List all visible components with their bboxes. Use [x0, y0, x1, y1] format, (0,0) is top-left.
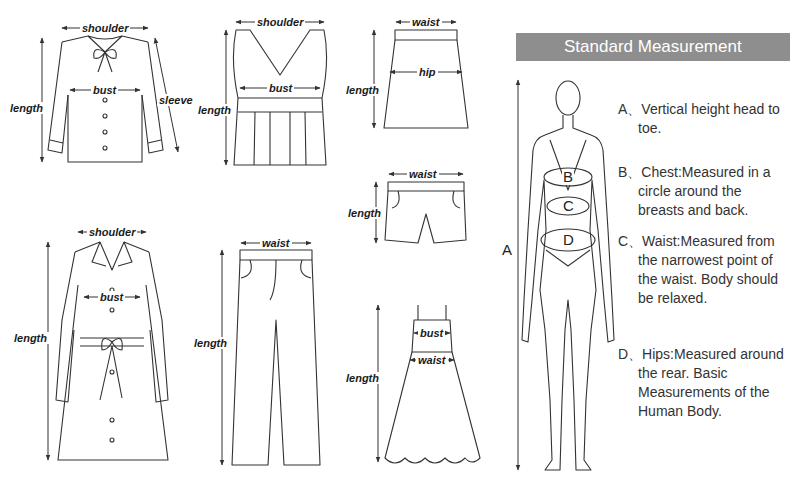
- definition-text: A、Vertical height head to toe.: [618, 100, 790, 138]
- dimension-label: length: [12, 332, 49, 344]
- body-letter: A: [501, 242, 513, 258]
- pants-sketch: [232, 250, 320, 465]
- dimension-label: waist: [410, 16, 442, 28]
- dimension-label: length: [8, 102, 45, 114]
- dimension-label: hip: [417, 66, 438, 78]
- dimension-label: bust: [267, 82, 294, 94]
- dimension-label: length: [344, 84, 381, 96]
- dimension-label: waist: [260, 237, 292, 249]
- dress-sketch: [385, 305, 480, 463]
- body-letter: C: [562, 198, 575, 214]
- dimension-label: length: [196, 104, 233, 116]
- coat-sketch: [56, 242, 168, 460]
- skirt-sketch: [384, 30, 468, 128]
- definition-text: B、Chest:Measured in a circle around the …: [618, 163, 790, 220]
- definition-text: D、Hips:Measured around the rear. Basic M…: [618, 345, 790, 421]
- body-letter: B: [562, 169, 574, 185]
- dimension-label: bust: [98, 291, 125, 303]
- dimension-label: shoulder: [80, 22, 130, 34]
- dimension-label: length: [192, 337, 229, 349]
- body-figure: [522, 81, 614, 470]
- body-letter: D: [562, 232, 575, 248]
- tank-top-sketch: [233, 30, 326, 165]
- title-text: Standard Measurement: [564, 37, 742, 57]
- dimension-arrows: [42, 22, 518, 470]
- dimension-label: waist: [416, 354, 448, 366]
- dimension-label: waist: [407, 168, 439, 180]
- dimension-label: length: [344, 372, 381, 384]
- definition-text: C、Waist:Measured from the narrowest poin…: [618, 232, 790, 308]
- dimension-label: shoulder: [255, 16, 305, 28]
- blouse-sketch: [48, 36, 163, 162]
- dimension-label: shoulder: [87, 226, 137, 238]
- dimension-label: bust: [418, 327, 445, 339]
- dimension-label: sleeve: [157, 94, 195, 106]
- shorts-sketch: [385, 182, 466, 243]
- dimension-label: bust: [91, 84, 118, 96]
- dimension-label: length: [346, 207, 383, 219]
